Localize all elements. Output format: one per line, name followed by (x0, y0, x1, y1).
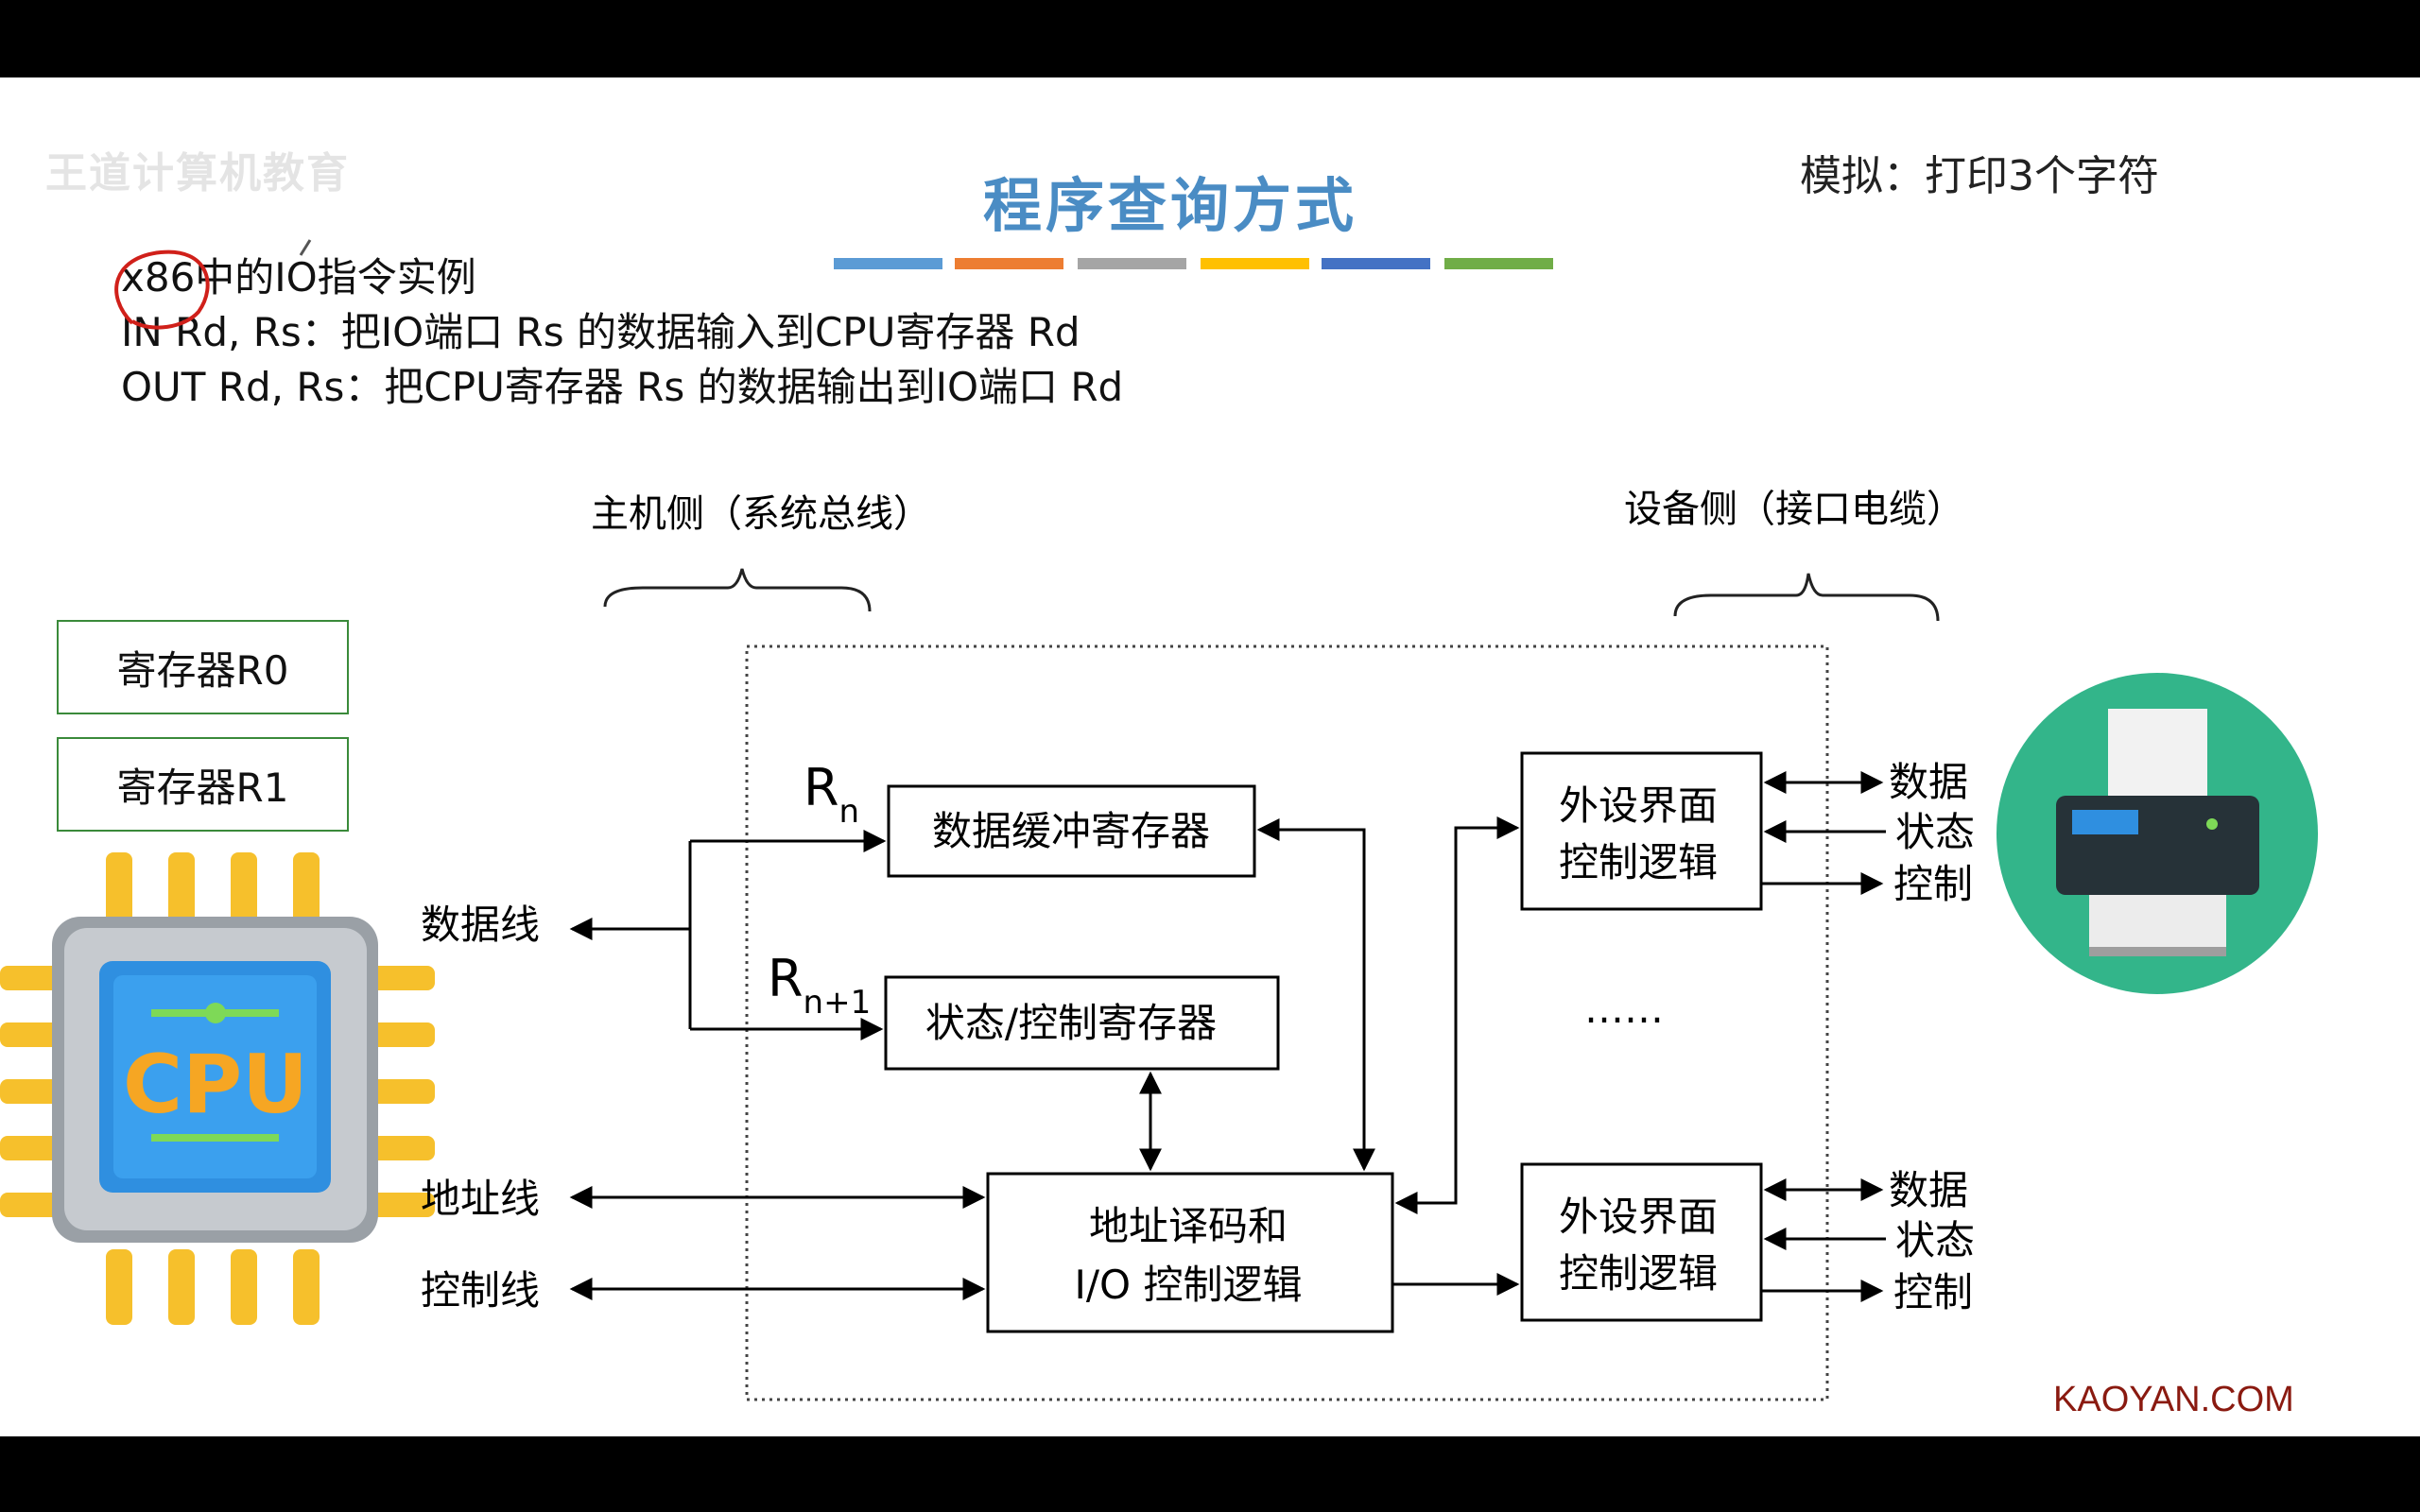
peripheral-control-logic-1 (1520, 751, 1763, 911)
data-buffer-label: 数据缓冲寄存器 (932, 808, 1210, 854)
page-title: 程序查询方式 (983, 171, 1358, 240)
signal-status-2: 状态 (1895, 1217, 1975, 1263)
color-bar-gray (1078, 258, 1186, 269)
status-control-register (884, 975, 1280, 1071)
peripheral2-label-line2: 控制逻辑 (1559, 1250, 1718, 1297)
handwritten-circle-annotation (114, 239, 312, 330)
peripheral2-label-line1: 外设界面 (1559, 1194, 1718, 1240)
register-r0: 寄存器R0 (57, 620, 349, 714)
slide: 王道计算机教育 程序查询方式 模拟：打印3个字符 x86中的IO指令实例 IN … (0, 77, 2420, 1436)
rn-label: Rn (804, 758, 859, 831)
color-bar-dark-blue (1322, 258, 1430, 269)
peripheral1-label-line1: 外设界面 (1559, 782, 1718, 829)
page-subtitle: 模拟：打印3个字符 (1800, 152, 2159, 200)
data-buffer-register (887, 784, 1256, 878)
signal-control-1: 控制 (1893, 861, 1973, 907)
interface-boundary (745, 644, 1829, 1401)
device-side-label: 设备侧（接口电缆） (1624, 488, 1964, 531)
status-control-label: 状态/控制寄存器 (925, 1000, 1217, 1046)
decode-label-line2: I/O 控制逻辑 (1075, 1262, 1303, 1308)
ellipsis: …… (1584, 986, 1664, 1032)
color-bar-orange (955, 258, 1063, 269)
instruction-in: IN Rd, Rs：把IO端口 Rs 的数据输入到CPU寄存器 Rd (121, 309, 1080, 355)
signal-control-2: 控制 (1893, 1269, 1973, 1315)
instruction-heading: x86中的IO指令实例 (121, 254, 476, 301)
signal-data-1: 数据 (1889, 759, 1968, 805)
signal-data-2: 数据 (1889, 1167, 1968, 1213)
instruction-out: OUT Rd, Rs：把CPU寄存器 Rs 的数据输出到IO端口 Rd (121, 364, 1124, 410)
peripheral1-label-line2: 控制逻辑 (1559, 839, 1718, 885)
device-side-brace (1673, 573, 1940, 622)
address-decode-logic (986, 1172, 1394, 1333)
color-bar-yellow (1201, 258, 1309, 269)
watermark-logo: 王道计算机教育 (45, 149, 350, 198)
data-line-label: 数据线 (421, 902, 540, 948)
peripheral-control-logic-2 (1520, 1162, 1763, 1322)
rn1-label: Rn+1 (768, 949, 871, 1022)
cpu-label: CPU (123, 1038, 308, 1132)
register-r1: 寄存器R1 (57, 737, 349, 832)
control-line-label: 控制线 (421, 1267, 540, 1314)
address-line-label: 地址线 (421, 1176, 540, 1222)
host-side-brace (603, 568, 872, 612)
host-side-label: 主机侧（系统总线） (591, 492, 931, 536)
io-interface-diagram: 主机侧（系统总线） 设备侧（接口电缆） 数据线 地址线 控制线 Rn Rn+1 … (421, 488, 2318, 1401)
color-bar-green (1444, 258, 1553, 269)
color-bar-blue (834, 258, 942, 269)
footer-brand: KAOYAN.COM (2053, 1380, 2294, 1419)
signal-status-1: 状态 (1895, 809, 1975, 855)
decode-label-line1: 地址译码和 (1089, 1203, 1288, 1249)
printer-icon (1996, 673, 2318, 994)
cpu-chip-icon: CPU (0, 852, 435, 1325)
